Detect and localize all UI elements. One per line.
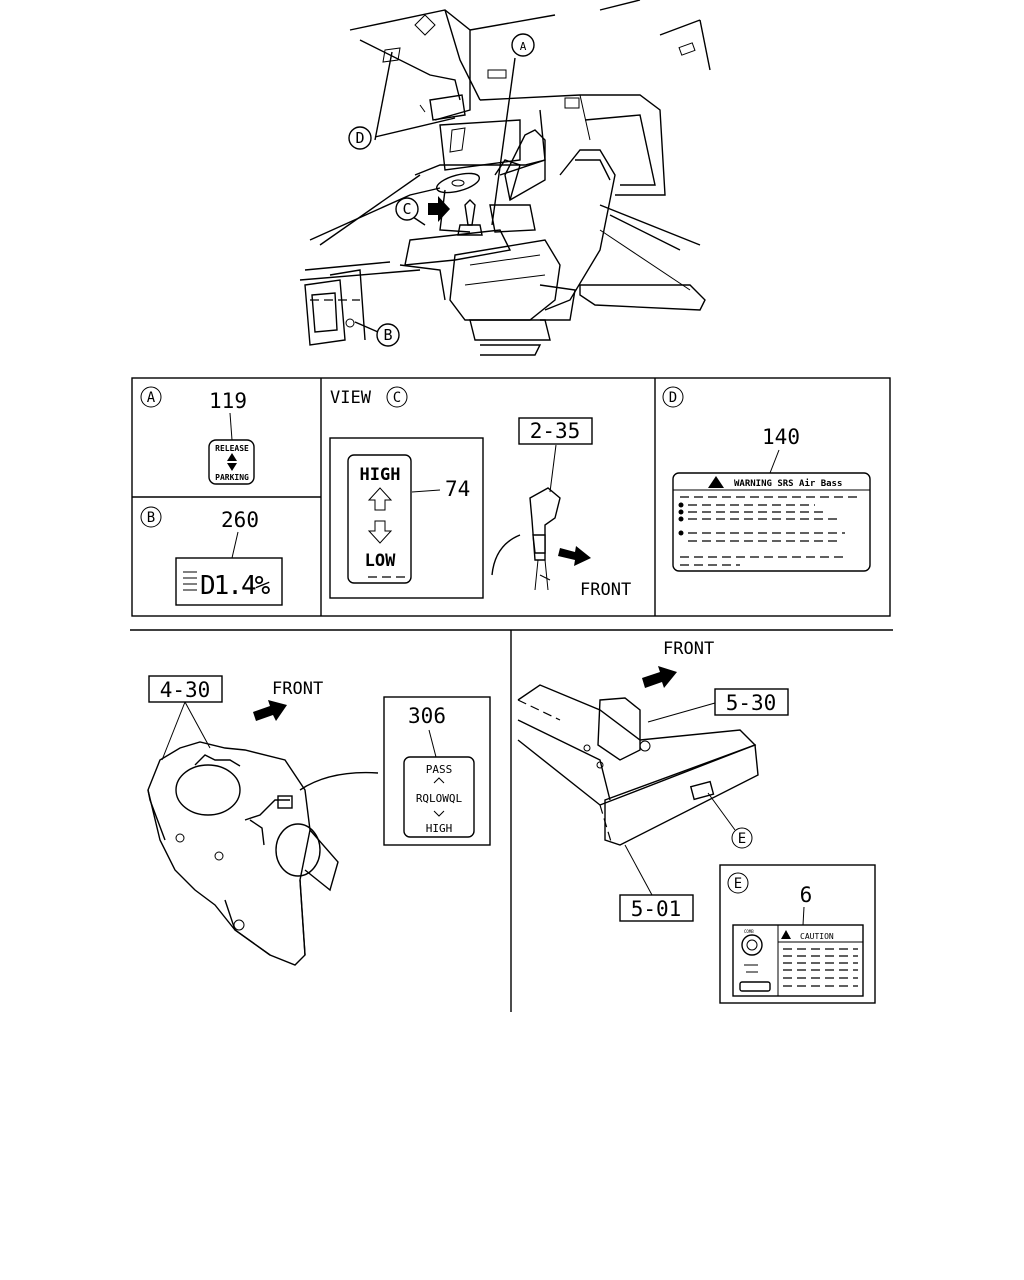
- svg-text:E: E: [738, 831, 746, 847]
- arrow-up-outline-icon: [367, 487, 393, 511]
- svg-text:A: A: [147, 390, 156, 406]
- arrow-down-outline-icon: [367, 520, 393, 544]
- svg-text:WARNING SRS Air Bass: WARNING SRS Air Bass: [734, 478, 842, 489]
- svg-text:B: B: [147, 510, 155, 526]
- detail-panels: [131, 377, 891, 617]
- svg-text:HIGH: HIGH: [360, 465, 401, 485]
- svg-text:B: B: [383, 326, 392, 344]
- svg-text:FRONT: FRONT: [663, 639, 714, 659]
- front-arrow-icon: [558, 546, 591, 566]
- svg-text:HIGH: HIGH: [426, 822, 453, 835]
- svg-text:A: A: [520, 40, 527, 53]
- front-arrow-icon: [642, 666, 677, 688]
- callout-d-top: D: [348, 126, 372, 150]
- callout-b-top: B: [376, 323, 400, 347]
- svg-text:VIEW: VIEW: [330, 388, 372, 408]
- lower-left-switch: 4-30 FRONT 306 PASS RQLOWQL HIGH: [147, 675, 491, 966]
- svg-text:RELEASE: RELEASE: [215, 444, 249, 453]
- label-text-lines: [678, 496, 860, 566]
- ref-5-01: 5-01: [631, 897, 682, 921]
- panel-a: A 119 RELEASE PARKING: [140, 386, 255, 485]
- caution-text-lines: [783, 948, 858, 987]
- panel-b: B 260 D1.4%: [140, 506, 283, 606]
- callout-c-top: C: [395, 197, 419, 221]
- svg-text:C: C: [402, 200, 411, 218]
- part-number-306: 306: [408, 704, 446, 728]
- svg-text:FRONT: FRONT: [580, 580, 631, 600]
- svg-text:PASS: PASS: [426, 763, 453, 776]
- svg-text:D: D: [355, 129, 364, 147]
- svg-text:D1.4%: D1.4%: [200, 571, 271, 601]
- ref-4-30: 4-30: [160, 678, 211, 702]
- warning-triangle-icon: [781, 930, 791, 939]
- headlight-beam-icon: [183, 571, 197, 591]
- svg-text:CAUTION: CAUTION: [800, 932, 834, 941]
- svg-text:D: D: [669, 390, 677, 406]
- panel-d: D 140 WARNING SRS Air Bass: [662, 386, 871, 572]
- svg-text:COMB: COMB: [744, 929, 754, 934]
- warning-triangle-icon: [708, 476, 724, 488]
- svg-text:C: C: [393, 390, 401, 406]
- svg-text:RQLOWQL: RQLOWQL: [416, 792, 463, 805]
- svg-text:LOW: LOW: [365, 551, 396, 571]
- part-number-74: 74: [445, 477, 470, 501]
- ref-5-30: 5-30: [726, 691, 777, 715]
- lower-right-frame: FRONT 5-30 E 5-01 E 6 CAUTION COMB: [517, 639, 876, 1004]
- front-arrow-icon: [253, 700, 287, 721]
- part-number-260: 260: [221, 508, 259, 532]
- svg-text:FRONT: FRONT: [272, 679, 323, 699]
- up-down-triangles-icon: [227, 453, 237, 471]
- ref-2-35: 2-35: [530, 419, 581, 443]
- part-number-119: 119: [209, 389, 247, 413]
- callout-a-top: A: [511, 33, 535, 57]
- cab-interior-illustration: [299, 0, 711, 356]
- svg-text:E: E: [734, 876, 742, 892]
- part-number-140: 140: [762, 425, 800, 449]
- svg-text:PARKING: PARKING: [215, 473, 249, 482]
- part-number-6: 6: [800, 883, 813, 907]
- front-arrow-icon: [428, 196, 450, 222]
- panel-view-c: VIEW C HIGH LOW 74 2-35 FRONT: [329, 386, 631, 600]
